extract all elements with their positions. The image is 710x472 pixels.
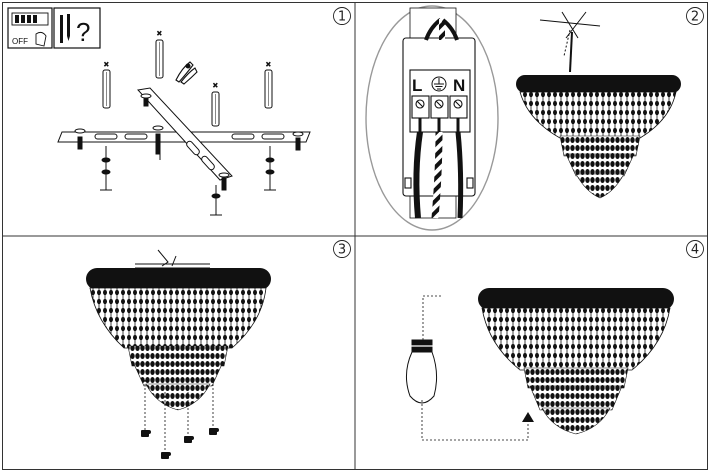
svg-text:1: 1 bbox=[338, 10, 346, 25]
svg-text:×: × bbox=[213, 81, 218, 90]
hanging-bolt bbox=[210, 185, 222, 216]
panel-number-3: 3 bbox=[333, 240, 351, 258]
up-arrow-icon bbox=[522, 412, 534, 422]
bulb-socket bbox=[184, 436, 194, 443]
screw bbox=[74, 128, 86, 150]
svg-text:×: × bbox=[266, 60, 271, 69]
hanging-bolt bbox=[264, 146, 276, 191]
terminal-block bbox=[402, 37, 476, 197]
neutral-terminal-label: N bbox=[453, 76, 465, 95]
screw bbox=[218, 172, 230, 191]
screw-group bbox=[74, 93, 304, 191]
bolt-group bbox=[100, 146, 276, 216]
chandelier-panel-3 bbox=[86, 249, 271, 459]
light-bulb-icon bbox=[406, 339, 438, 404]
hanging-bolt bbox=[100, 146, 112, 191]
live-terminal-label: L bbox=[412, 76, 422, 95]
wall-plug-group: × × × × bbox=[102, 29, 273, 127]
lamp-wires bbox=[413, 118, 464, 219]
ceiling-wires bbox=[424, 18, 459, 41]
wall-plug: × bbox=[155, 29, 164, 79]
wall-plug: × bbox=[264, 60, 273, 109]
bulb-socket bbox=[141, 430, 151, 437]
cross-mounting-bracket bbox=[57, 87, 311, 181]
svg-text:×: × bbox=[157, 29, 162, 38]
screw bbox=[140, 93, 152, 107]
ceiling-bracket bbox=[539, 11, 601, 73]
screw bbox=[292, 131, 304, 151]
wall-plug: × bbox=[211, 81, 220, 127]
svg-text:OFF: OFF bbox=[12, 37, 28, 46]
svg-text:×: × bbox=[104, 60, 109, 69]
svg-text:2: 2 bbox=[691, 10, 699, 25]
terminal-zoom-circle: L N bbox=[365, 5, 499, 231]
chandelier-panel-4 bbox=[478, 288, 674, 435]
tools-question-icon: ? bbox=[53, 7, 101, 49]
svg-text:4: 4 bbox=[691, 243, 699, 258]
panel-number-4: 4 bbox=[686, 240, 704, 258]
chandelier-panel-2 bbox=[516, 11, 681, 199]
panel-number-1: 1 bbox=[333, 7, 351, 25]
wall-plug: × bbox=[102, 60, 111, 109]
ground-symbol-icon bbox=[431, 76, 447, 92]
bulb-socket bbox=[209, 428, 219, 435]
ceiling-bracket bbox=[135, 249, 210, 269]
svg-text:?: ? bbox=[76, 17, 90, 47]
svg-text:3: 3 bbox=[338, 243, 346, 258]
bulb-socket bbox=[161, 452, 171, 459]
screw bbox=[152, 125, 164, 155]
install-arrow-path bbox=[421, 295, 534, 441]
pliers-icon bbox=[175, 61, 198, 85]
power-switch-icon: OFF bbox=[7, 7, 53, 49]
panel-number-2: 2 bbox=[686, 7, 704, 25]
bulb-drop-lines bbox=[144, 380, 214, 452]
bulb-socket-group bbox=[141, 428, 219, 459]
